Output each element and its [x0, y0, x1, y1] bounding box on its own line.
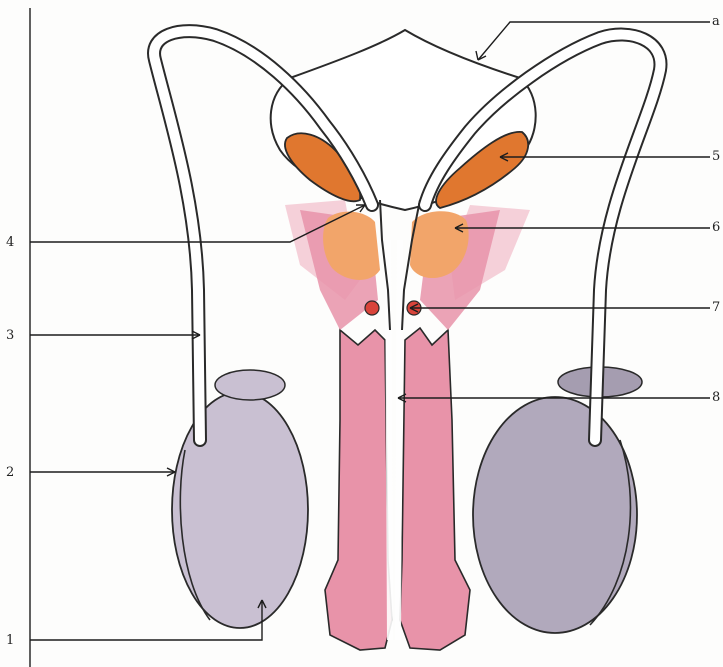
label-7: 7	[712, 301, 720, 314]
label-8: 8	[712, 391, 720, 404]
testis-left	[172, 370, 308, 628]
testis-right	[473, 367, 642, 633]
label-3: 3	[6, 329, 14, 342]
label-2: 2	[6, 466, 14, 479]
label-4: 4	[6, 236, 14, 249]
label-1: 1	[6, 634, 14, 647]
gland-left	[365, 301, 379, 315]
label-5: 5	[712, 150, 720, 163]
label-6: 6	[712, 221, 720, 234]
label-a: a	[712, 15, 720, 28]
